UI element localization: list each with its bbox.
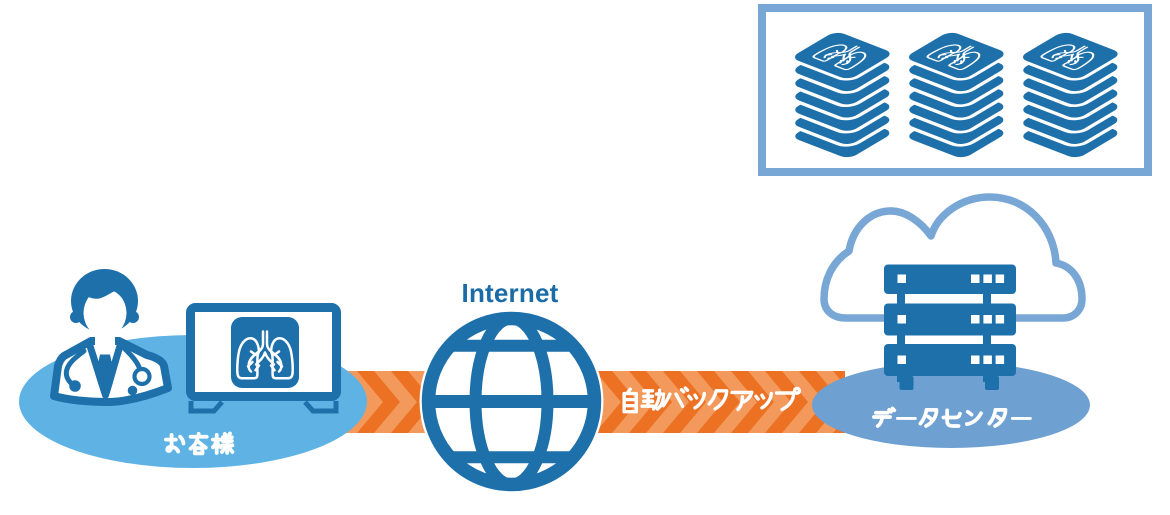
- svg-text:Internet: Internet: [462, 278, 559, 308]
